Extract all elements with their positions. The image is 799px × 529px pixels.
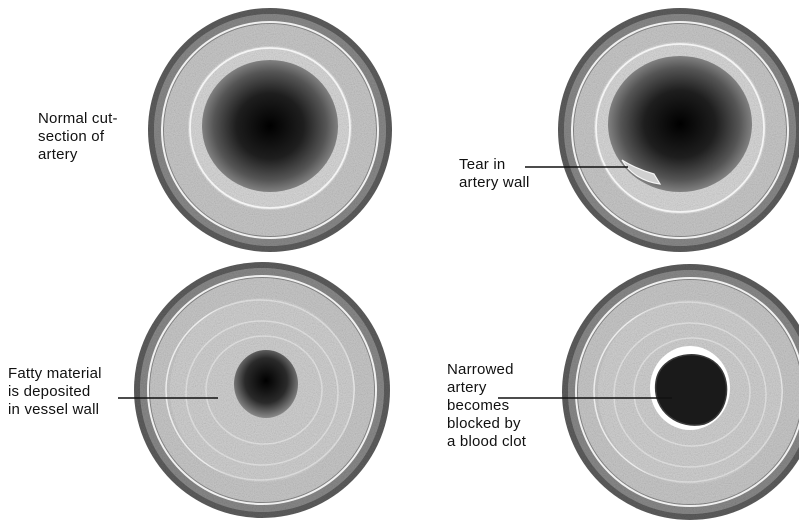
artery-normal [148, 8, 392, 252]
label-narrowed-artery-clot: Narrowed artery becomes blocked by a blo… [447, 361, 526, 451]
label-fatty-material: Fatty material is deposited in vessel wa… [8, 365, 102, 419]
blood-clot [656, 355, 727, 425]
label-line: Narrowed [447, 361, 526, 379]
lumen [202, 60, 338, 192]
label-line: section of [38, 128, 118, 146]
label-line: blocked by [447, 415, 526, 433]
label-line: artery [38, 146, 118, 164]
label-line: is deposited [8, 383, 102, 401]
label-line: Fatty material [8, 365, 102, 383]
label-line: artery wall [459, 174, 530, 192]
lumen [608, 56, 752, 192]
label-tear-in-artery-wall: Tear in artery wall [459, 156, 530, 192]
label-line: in vessel wall [8, 401, 102, 419]
label-line: a blood clot [447, 433, 526, 451]
label-line: Tear in [459, 156, 530, 174]
label-normal-cross-section: Normal cut- section of artery [38, 110, 118, 164]
artery-tear [558, 8, 799, 252]
label-line: becomes [447, 397, 526, 415]
artery-fatty [134, 262, 390, 518]
lumen [234, 350, 298, 418]
artery-narrowed [562, 264, 799, 520]
label-line: artery [447, 379, 526, 397]
label-line: Normal cut- [38, 110, 118, 128]
